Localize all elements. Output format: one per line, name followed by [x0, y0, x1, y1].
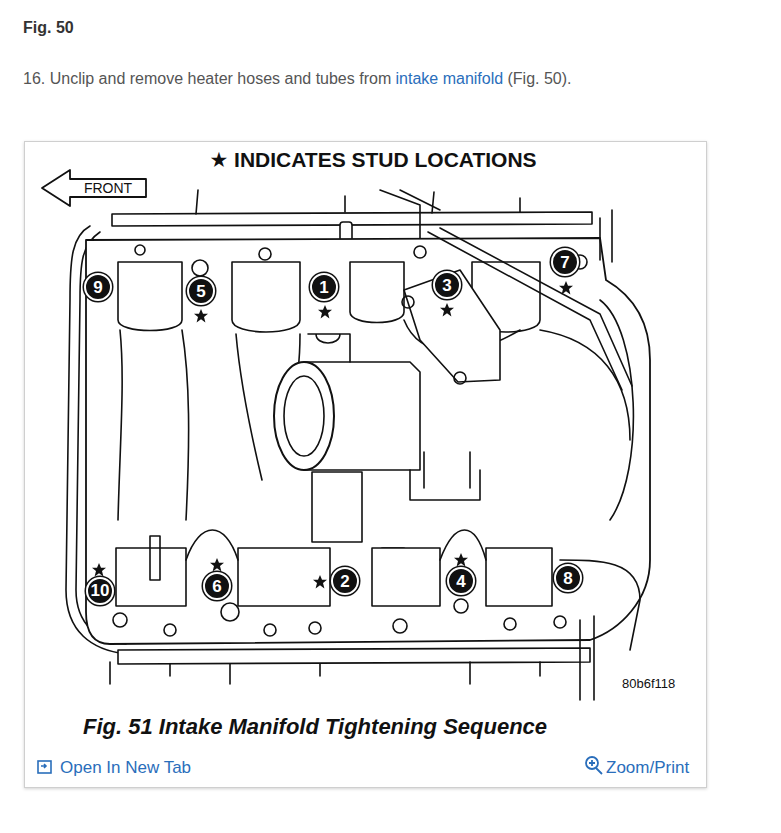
callout-text: 9: [93, 279, 102, 296]
callout-number: 6: [203, 572, 231, 600]
open-tab-icon: [38, 761, 51, 773]
callout-text: 2: [340, 573, 349, 590]
stud-stars: [92, 281, 573, 588]
link-text: intake manifold: [396, 70, 504, 87]
instruction-paragraph: 16. Unclip and remove heater hoses and t…: [23, 69, 763, 90]
callout-number: 9: [84, 273, 112, 301]
callout-number: 5: [187, 277, 215, 305]
callout-text: 6: [212, 578, 221, 595]
callout-text: 4: [456, 573, 465, 590]
callout-number: 1: [310, 273, 338, 301]
callout-text: 8: [563, 570, 572, 587]
instruction-text: 16. Unclip and remove heater hoses and t…: [23, 70, 391, 87]
zoom-link: Zoom/Print: [606, 758, 689, 778]
open-tab-link: Open In New Tab: [60, 758, 191, 778]
direction-label: FRONT: [84, 180, 132, 196]
callout-text: 7: [560, 254, 569, 271]
callout-text: 3: [442, 277, 451, 294]
legend-note: ★ INDICATES STUD LOCATIONS: [209, 148, 536, 172]
callout-text: 5: [196, 283, 205, 300]
figure-caption: Fig. 51 Intake Manifold Tightening Seque…: [83, 714, 547, 739]
callout-number: 2: [331, 567, 359, 595]
front-arrow: [42, 170, 146, 206]
callout-number: 3: [433, 271, 461, 299]
zoom-icon: [586, 757, 602, 774]
callout-number: 8: [554, 564, 582, 592]
callout-text: 1: [319, 279, 328, 296]
callout-number: 4: [447, 567, 475, 595]
callout-number: 7: [551, 248, 579, 276]
figure-code: 80b6f118: [620, 677, 677, 692]
instruction-text: (Fig. 50).: [507, 70, 571, 87]
figure-heading: Fig. 50: [23, 19, 74, 37]
callout-text: 10: [91, 582, 110, 599]
